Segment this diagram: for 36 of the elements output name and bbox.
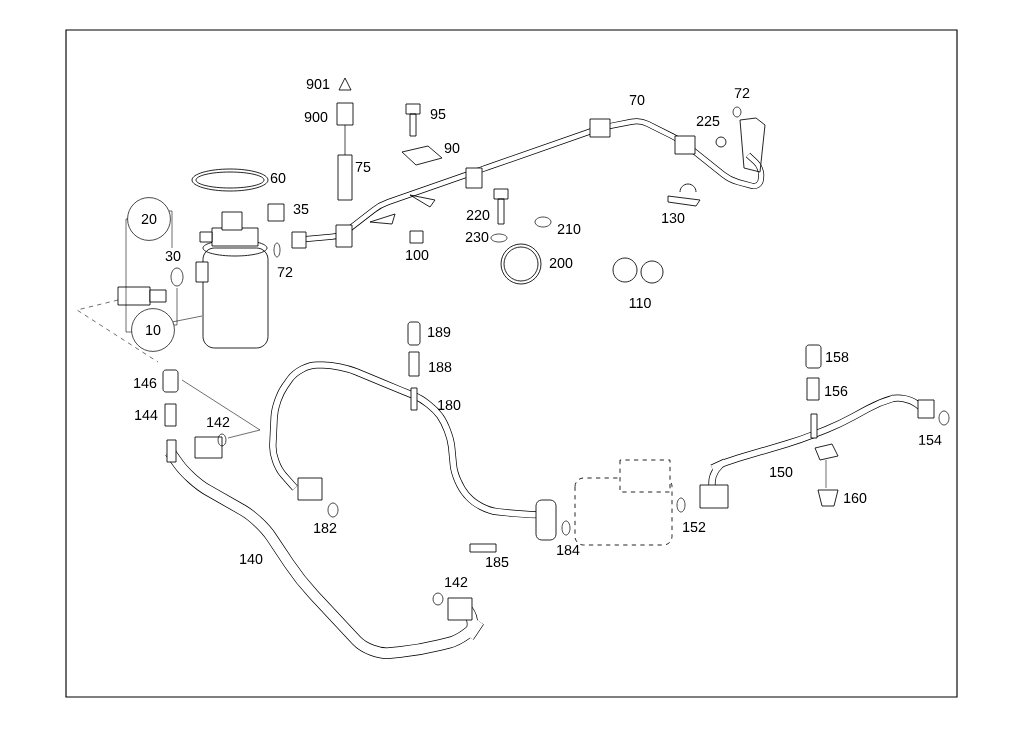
callout-number: 184 [557, 544, 580, 556]
callout-number: 220 [466, 209, 490, 221]
callout-number: 30 [165, 250, 181, 262]
callout-number: 146 [134, 377, 157, 389]
callout-number: 142 [207, 417, 230, 427]
callout-number: 156 [825, 385, 848, 397]
callout-number: 110 [629, 297, 651, 309]
callout-number: 225 [696, 115, 720, 127]
callout-number: 185 [486, 556, 509, 568]
callout-number: 75 [355, 162, 371, 172]
callout-number: 35 [293, 203, 309, 215]
callout-number: 189 [428, 326, 451, 338]
callout-number: 90 [444, 142, 460, 154]
callout-number: 182 [314, 522, 337, 534]
callout-number: 100 [406, 249, 429, 261]
callout-number: 72 [734, 88, 750, 98]
callout-number: 60 [270, 172, 286, 184]
callout-number: 901 [306, 78, 330, 90]
callout-number: 144 [135, 410, 158, 420]
callout-number: 188 [429, 361, 452, 373]
callout-number: 200 [549, 257, 573, 269]
callout-number: 70 [629, 94, 645, 106]
callout-number: 130 [662, 212, 685, 224]
callout-number: 152 [683, 521, 706, 533]
callout-number: 210 [557, 223, 581, 235]
callout-number: 95 [430, 108, 446, 120]
callout-number: 154 [919, 435, 942, 445]
callout-number: 142 [445, 577, 468, 587]
callout-number: 180 [438, 399, 461, 411]
callout-number: 230 [465, 231, 489, 243]
callout-number: 72 [277, 267, 293, 277]
callout-number: 150 [770, 466, 793, 478]
callout-number: 160 [844, 492, 867, 504]
callout-number: 900 [304, 111, 328, 123]
callout-number: 140 [240, 553, 263, 565]
callout-number: 158 [826, 351, 849, 363]
